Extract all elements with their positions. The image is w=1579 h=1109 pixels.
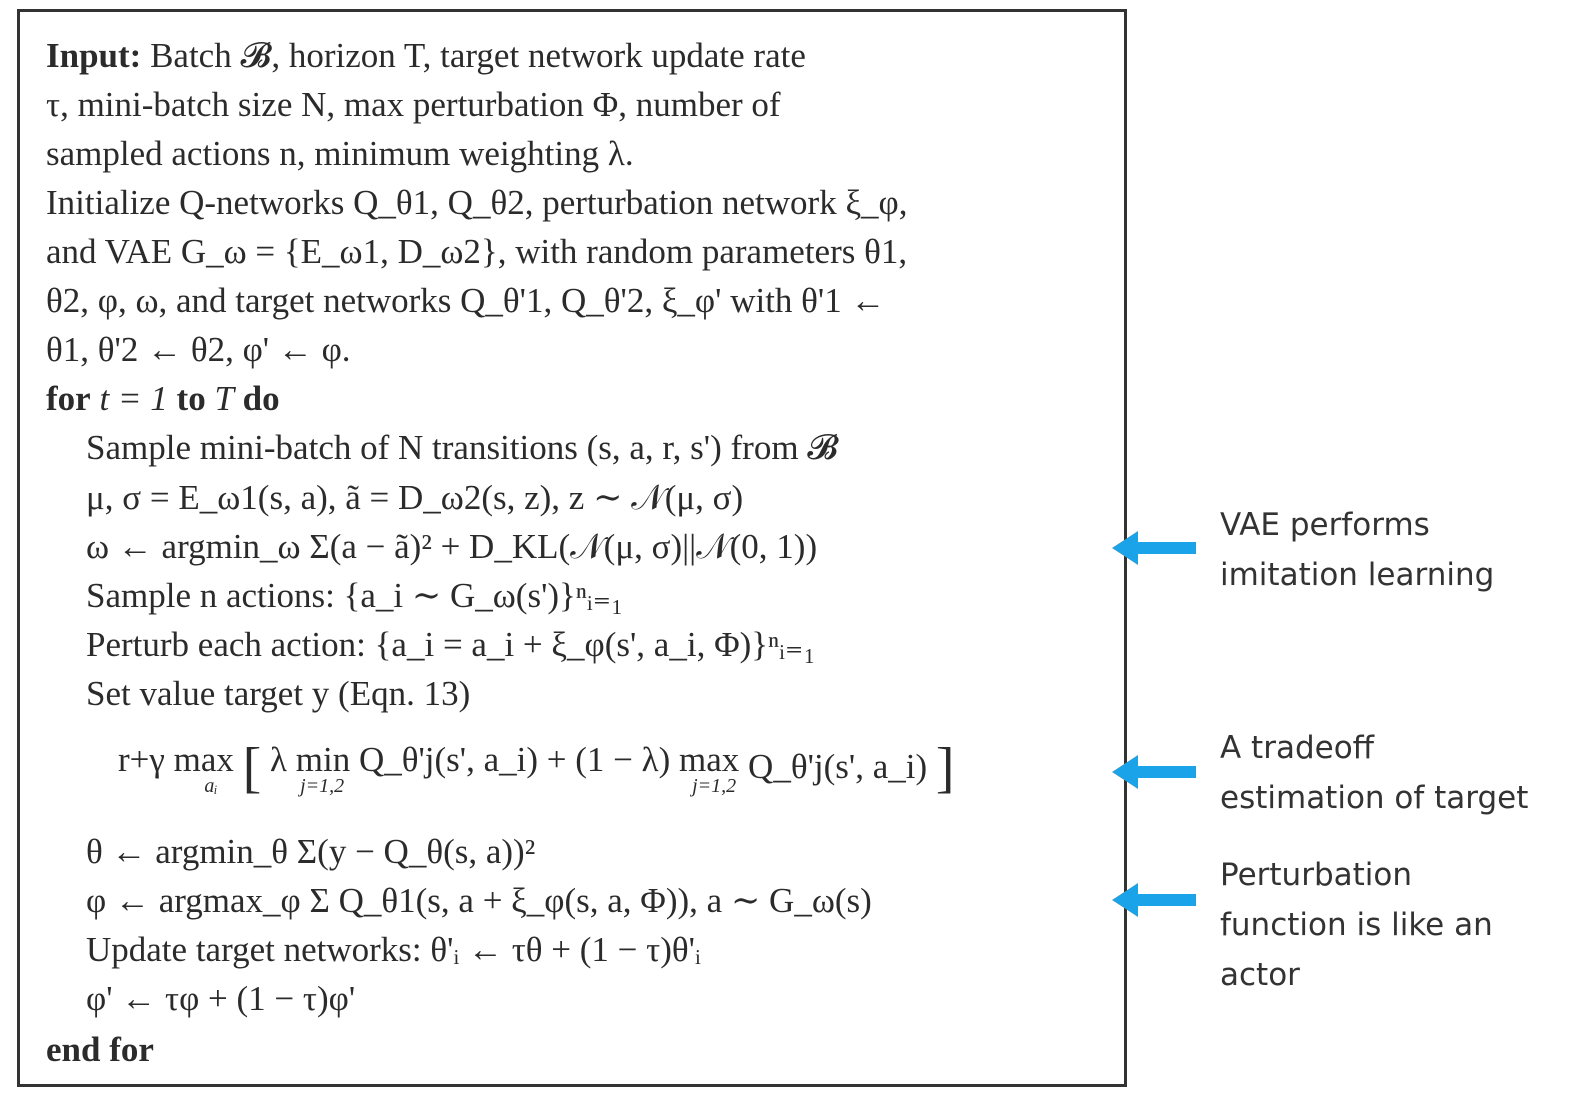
- input-label: Input:: [46, 36, 142, 75]
- for-end: T: [214, 379, 234, 418]
- actor-update-line: φ ← argmax_φ Σ Q_θ1(s, a + ξ_φ(s, a, Φ))…: [86, 881, 872, 920]
- for-condition: t = 1: [99, 379, 168, 418]
- target-lambda: λ min: [270, 740, 351, 779]
- target-max-ai: r+γ max aᵢ: [118, 742, 234, 799]
- annotation-target-line-1: A tradeoff: [1220, 730, 1375, 766]
- vae-update-line: ω ← argmin_ω Σ(a − ã)² + D_KL(𝒩(μ, σ)||𝒩…: [86, 527, 818, 566]
- annotation-perturbation-line-3: actor: [1220, 957, 1300, 993]
- annotation-target-line-2: estimation of target: [1220, 780, 1529, 816]
- annotation-vae-line-1: VAE performs: [1220, 507, 1430, 543]
- annotation-vae-line-2: imitation learning: [1220, 557, 1495, 593]
- perturb-line: Perturb each action: {a_i = a_i + ξ_φ(s'…: [86, 625, 816, 664]
- input-line-2: τ, mini-batch size N, max perturbation Φ…: [46, 85, 781, 124]
- right-bracket: ]: [935, 737, 955, 799]
- input-line-3: sampled actions n, minimum weighting λ.: [46, 134, 634, 173]
- vae-forward-line: μ, σ = E_ω1(s, a), ã = D_ω2(s, z), z ∼ 𝒩…: [86, 478, 744, 517]
- target-equation: r+γ max aᵢ [ λ min j=1,2 Q_θ'j(s', a_i) …: [118, 740, 955, 799]
- annotation-perturbation: Perturbation function is like an actor: [1220, 850, 1493, 1000]
- target-q1: Q_θ'j(s', a_i) + (1 − λ) max: [358, 740, 740, 779]
- target-max-j: Q_θ'j(s', a_i) + (1 − λ) max j=1,2: [359, 742, 739, 799]
- annotation-perturbation-line-1: Perturbation: [1220, 857, 1413, 893]
- init-line-4: θ1, θ'2 ← θ2, φ' ← φ.: [46, 330, 351, 369]
- arrow-left-icon: [1112, 531, 1196, 565]
- sample-actions-line: Sample n actions: {a_i ∼ G_ω(s')}ⁿᵢ₌₁: [86, 576, 624, 615]
- target-update-line-2: φ' ← τφ + (1 − τ)φ': [86, 979, 356, 1018]
- annotation-perturbation-line-2: function is like an: [1220, 907, 1493, 943]
- target-q2: Q_θ'j(s', a_i): [748, 747, 928, 786]
- target-prefix: r+γ max: [118, 740, 234, 779]
- end-for-line: end for: [46, 1030, 154, 1069]
- init-line-1: Initialize Q-networks Q_θ1, Q_θ2, pertur…: [46, 183, 908, 222]
- arrow-left-icon: [1112, 883, 1196, 917]
- algorithm-box: Input: Batch 𝓑, horizon T, target networ…: [17, 9, 1127, 1087]
- init-line-3: θ2, φ, ω, and target networks Q_θ'1, Q_θ…: [46, 281, 886, 320]
- for-keyword: for: [46, 379, 91, 418]
- target-min-sub: j=1,2: [300, 775, 345, 797]
- for-line: for t = 1 to T do: [46, 379, 280, 419]
- sample-batch-line: Sample mini-batch of N transitions (s, a…: [86, 428, 839, 467]
- left-bracket: [: [242, 737, 262, 799]
- target-prefix-sub: aᵢ: [204, 775, 218, 797]
- set-target-line: Set value target y (Eqn. 13): [86, 674, 471, 713]
- target-update-line-1: Update target networks: θ'ᵢ ← τθ + (1 − …: [86, 930, 701, 969]
- input-text-1: Batch 𝓑, horizon T, target network updat…: [150, 36, 806, 75]
- input-line-1: Input: Batch 𝓑, horizon T, target networ…: [46, 36, 806, 76]
- to-keyword: to: [176, 379, 206, 418]
- arrow-left-icon: [1112, 755, 1196, 789]
- annotation-target: A tradeoff estimation of target: [1220, 723, 1528, 823]
- critic-update-line: θ ← argmin_θ Σ(y − Q_θ(s, a))²: [86, 832, 536, 871]
- do-keyword: do: [242, 379, 280, 418]
- annotation-vae: VAE performs imitation learning: [1220, 500, 1494, 600]
- target-min: λ min j=1,2: [270, 742, 350, 799]
- init-line-2: and VAE G_ω = {E_ω1, D_ω2}, with random …: [46, 232, 908, 271]
- target-max-sub: j=1,2: [692, 775, 737, 797]
